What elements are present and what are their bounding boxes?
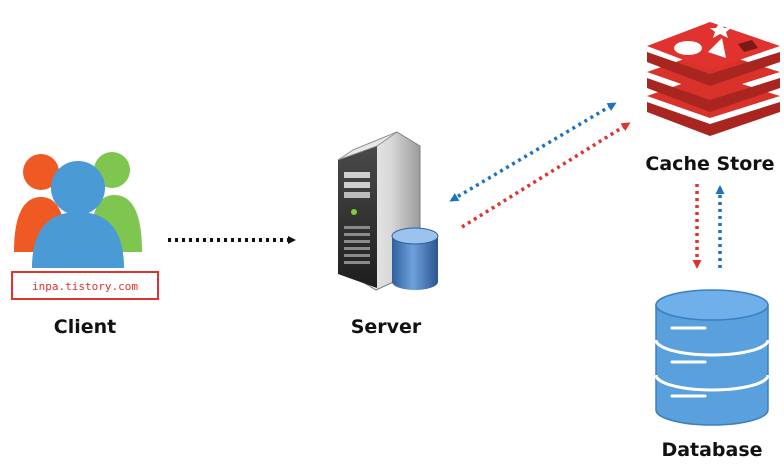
database-cylinder-icon — [654, 289, 770, 426]
server-to-cache-arrow — [461, 122, 631, 229]
client-label: Client — [54, 316, 116, 338]
database-label: Database — [661, 439, 762, 461]
server-cache-bidirectional-arrow — [449, 102, 617, 202]
cache-store-label: Cache Store — [645, 153, 774, 175]
watermark-badge: inpa.tistory.com — [11, 271, 159, 300]
server-label: Server — [351, 316, 422, 338]
server-tower-with-database-icon — [337, 131, 439, 291]
redis-stack-icon — [647, 22, 780, 136]
users-group-icon — [14, 152, 142, 268]
watermark-text: inpa.tistory.com — [32, 280, 138, 293]
